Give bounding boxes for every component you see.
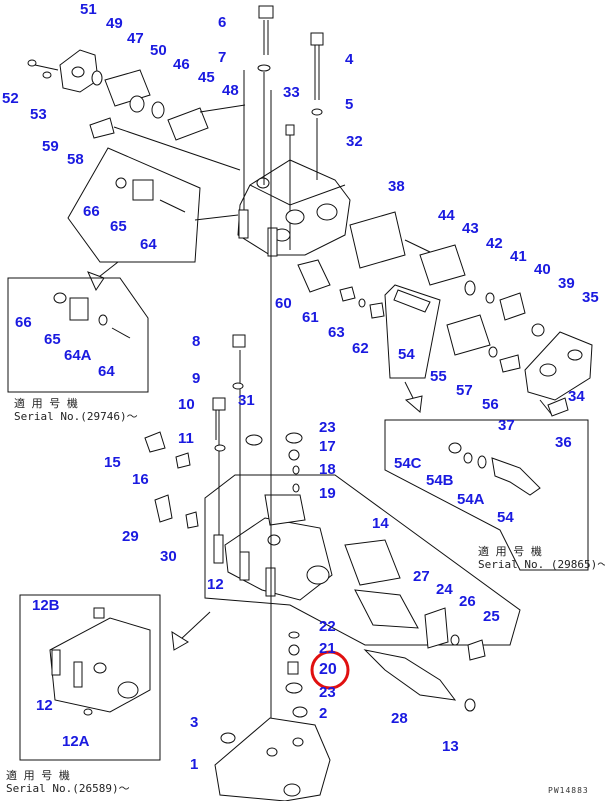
label-43[interactable]: 43 xyxy=(462,220,479,237)
label-34[interactable]: 34 xyxy=(568,388,585,405)
label-31[interactable]: 31 xyxy=(238,392,255,409)
label-36[interactable]: 36 xyxy=(555,434,572,451)
label-11[interactable]: 11 xyxy=(178,430,194,447)
note-right-serial: Serial No. (29865)～ xyxy=(478,558,605,571)
label-15[interactable]: 15 xyxy=(104,454,121,471)
label-32[interactable]: 32 xyxy=(346,133,363,150)
label-54[interactable]: 54 xyxy=(398,346,415,363)
label-2[interactable]: 2 xyxy=(319,705,328,722)
label-19[interactable]: 19 xyxy=(319,485,336,502)
label-18[interactable]: 18 xyxy=(319,461,336,478)
label-56[interactable]: 56 xyxy=(482,396,499,413)
label-12[interactable]: 12 xyxy=(207,576,224,593)
label-50[interactable]: 50 xyxy=(150,42,167,59)
label-37[interactable]: 37 xyxy=(498,417,515,434)
label-4[interactable]: 4 xyxy=(345,51,354,68)
label-52[interactable]: 52 xyxy=(2,90,19,107)
label-5[interactable]: 5 xyxy=(345,96,354,113)
inset-label-54c[interactable]: 54C xyxy=(394,455,422,472)
label-38[interactable]: 38 xyxy=(388,178,405,195)
label-27[interactable]: 27 xyxy=(413,568,430,585)
label-55[interactable]: 55 xyxy=(430,368,447,385)
label-44[interactable]: 44 xyxy=(438,207,455,224)
label-46[interactable]: 46 xyxy=(173,56,190,73)
note-top-left-serial: Serial No.(29746)～ xyxy=(14,410,138,423)
label-20[interactable]: 20 xyxy=(319,661,337,678)
label-53[interactable]: 53 xyxy=(30,106,47,123)
label-17[interactable]: 17 xyxy=(319,438,336,455)
label-6[interactable]: 6 xyxy=(218,14,227,31)
inset-label-12b[interactable]: 12B xyxy=(32,597,60,614)
middle-valve-body xyxy=(213,494,333,601)
label-24[interactable]: 24 xyxy=(436,581,453,598)
label-65[interactable]: 65 xyxy=(110,218,127,235)
label-7[interactable]: 7 xyxy=(218,49,227,66)
label-42[interactable]: 42 xyxy=(486,235,503,252)
label-10[interactable]: 10 xyxy=(178,396,195,413)
label-13[interactable]: 13 xyxy=(442,738,459,755)
label-47[interactable]: 47 xyxy=(127,30,144,47)
label-25[interactable]: 25 xyxy=(483,608,500,625)
label-63[interactable]: 63 xyxy=(328,324,345,341)
label-51[interactable]: 51 xyxy=(80,1,97,18)
label-3[interactable]: 3 xyxy=(190,714,199,731)
label-45[interactable]: 45 xyxy=(198,69,215,86)
inset-label-54[interactable]: 54 xyxy=(497,509,514,526)
label-48[interactable]: 48 xyxy=(222,82,239,99)
label-29[interactable]: 29 xyxy=(122,528,139,545)
label-40[interactable]: 40 xyxy=(534,261,551,278)
inset-label-66[interactable]: 66 xyxy=(15,314,32,331)
highlight-circle xyxy=(310,650,350,690)
label-8[interactable]: 8 xyxy=(192,333,201,350)
label-60[interactable]: 60 xyxy=(275,295,292,312)
label-9[interactable]: 9 xyxy=(192,370,201,387)
label-61[interactable]: 61 xyxy=(302,309,319,326)
inset-label-12[interactable]: 12 xyxy=(36,697,53,714)
footer-code: PW14883 xyxy=(548,786,589,795)
inset-label-64[interactable]: 64 xyxy=(98,363,115,380)
label-58[interactable]: 58 xyxy=(67,151,84,168)
label-66[interactable]: 66 xyxy=(83,203,100,220)
inset-label-54b[interactable]: 54B xyxy=(426,472,454,489)
label-22[interactable]: 22 xyxy=(319,618,336,635)
label-64[interactable]: 64 xyxy=(140,236,157,253)
label-35[interactable]: 35 xyxy=(582,289,599,306)
label-57[interactable]: 57 xyxy=(456,382,473,399)
label-23-bottom[interactable]: 23 xyxy=(319,684,336,701)
inset-label-12a[interactable]: 12A xyxy=(62,733,90,750)
label-26[interactable]: 26 xyxy=(459,593,476,610)
left-spool-train xyxy=(27,49,246,171)
note-bottom-serial: Serial No.(26589)～ xyxy=(6,782,130,795)
note-right-jp: 適 用 号 機 xyxy=(478,545,542,558)
upper-valve-body xyxy=(237,159,351,257)
note-top-left-jp: 適 用 号 機 xyxy=(14,397,78,410)
inset-label-64a[interactable]: 64A xyxy=(64,347,92,364)
inset-label-54a[interactable]: 54A xyxy=(457,491,485,508)
note-bottom-jp: 適 用 号 機 xyxy=(6,769,70,782)
label-33[interactable]: 33 xyxy=(283,84,300,101)
label-16[interactable]: 16 xyxy=(132,471,149,488)
label-62[interactable]: 62 xyxy=(352,340,369,357)
label-59[interactable]: 59 xyxy=(42,138,59,155)
label-23-top[interactable]: 23 xyxy=(319,419,336,436)
label-14[interactable]: 14 xyxy=(372,515,389,532)
label-30[interactable]: 30 xyxy=(160,548,177,565)
label-28[interactable]: 28 xyxy=(391,710,408,727)
inset-label-65[interactable]: 65 xyxy=(44,331,61,348)
label-1[interactable]: 1 xyxy=(190,756,199,773)
label-39[interactable]: 39 xyxy=(558,275,575,292)
label-41[interactable]: 41 xyxy=(510,248,527,265)
label-21[interactable]: 21 xyxy=(319,640,336,657)
inset-valve-body xyxy=(49,607,151,716)
label-49[interactable]: 49 xyxy=(106,15,123,32)
right-spool-train xyxy=(349,211,593,417)
